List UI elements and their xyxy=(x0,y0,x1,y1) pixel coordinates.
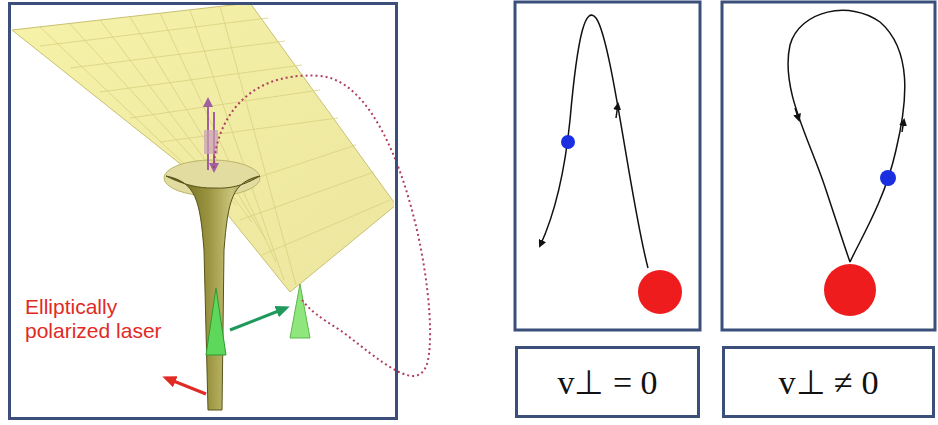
potential-surface xyxy=(12,4,394,410)
illustration-panel: Elliptically polarized laser xyxy=(8,2,398,420)
panel-frame xyxy=(515,2,700,330)
ion-core xyxy=(824,264,876,316)
velocity-label: v⊥ = 0 xyxy=(518,362,697,402)
laser-label: Elliptically polarized laser xyxy=(25,295,175,342)
electron-dot xyxy=(880,170,896,186)
electron-dot xyxy=(561,135,575,149)
ion-core xyxy=(638,270,682,314)
electron-trajectory xyxy=(788,10,905,262)
velocity-label: v⊥ ≠ 0 xyxy=(725,362,932,402)
electron-trajectory xyxy=(540,15,648,268)
velocity-box: v⊥ ≠ 0 xyxy=(722,346,935,418)
velocity-box: v⊥ = 0 xyxy=(515,346,700,418)
panel-frame xyxy=(722,2,935,330)
